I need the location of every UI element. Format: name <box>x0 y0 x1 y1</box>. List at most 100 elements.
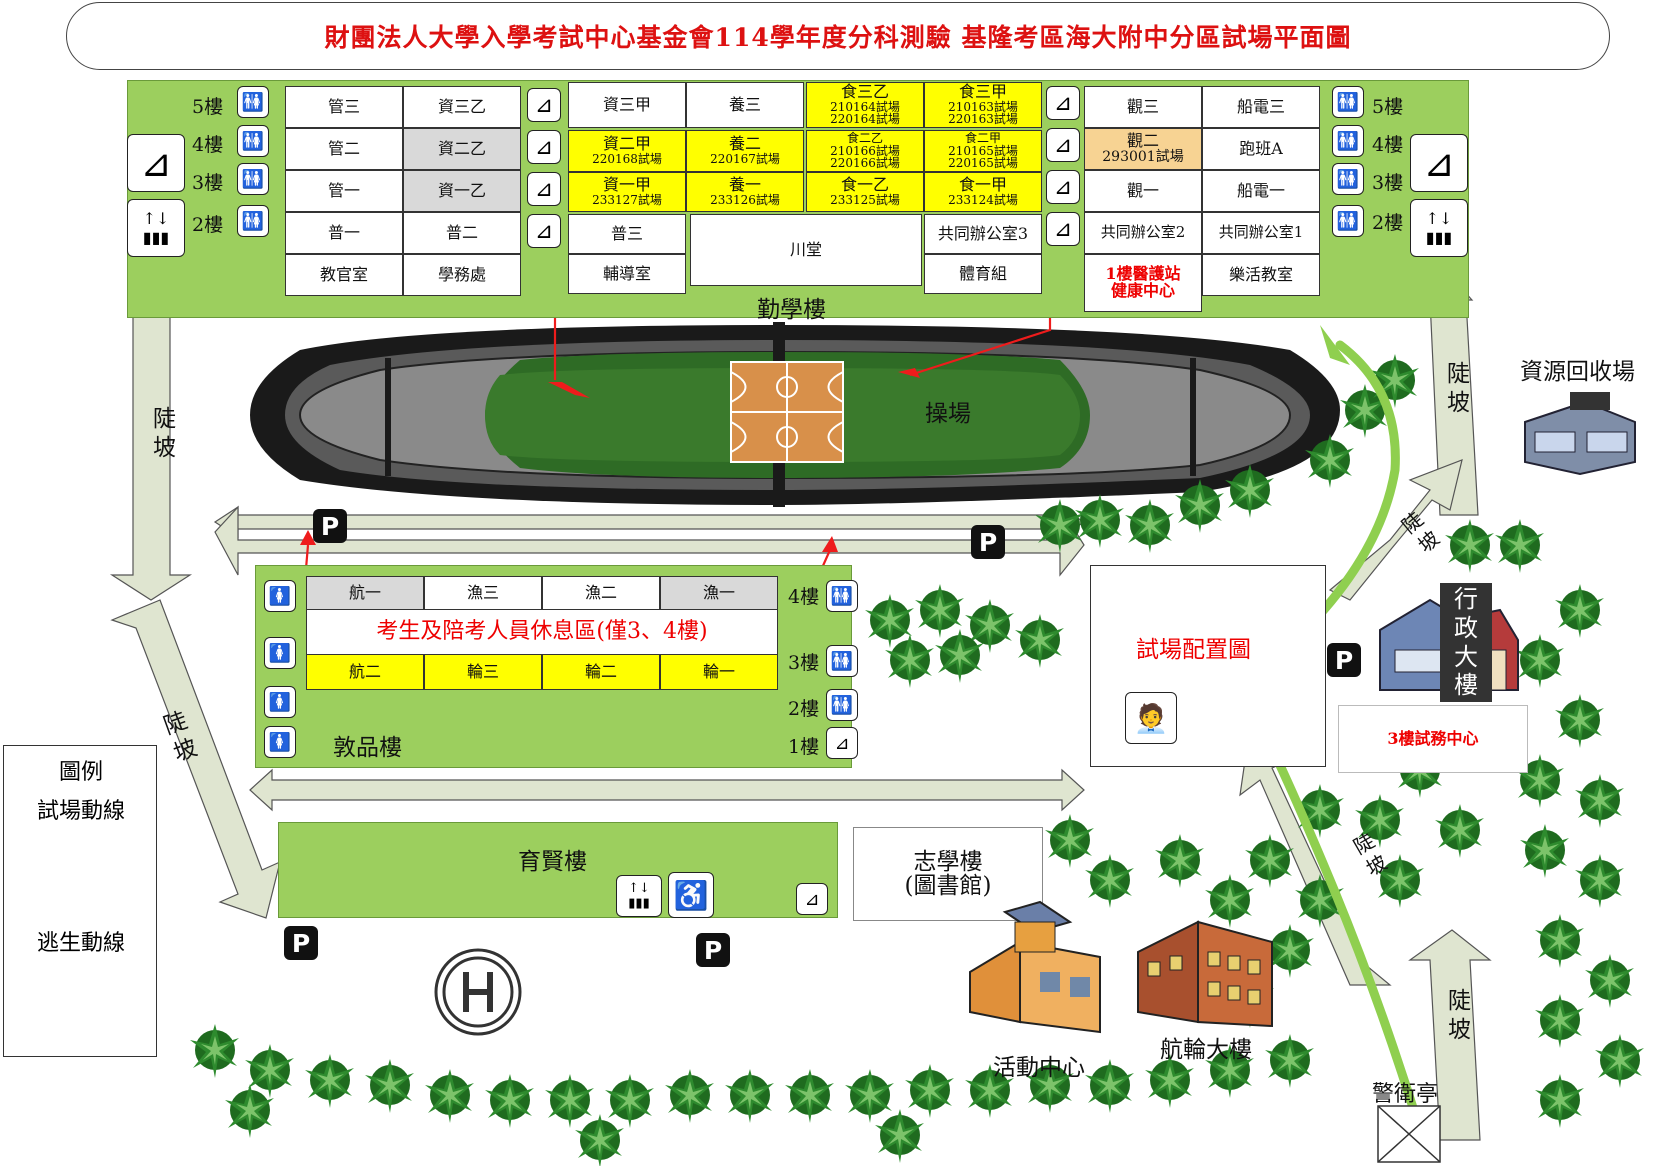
classroom: 船電三 <box>1202 86 1320 128</box>
classroom: 觀三 <box>1084 86 1202 128</box>
office: 輔導室 <box>568 254 686 294</box>
exam-room-number: 210164試場 <box>830 99 900 114</box>
hanglun-building-name: 航輪大樓 <box>1160 1037 1252 1063</box>
restroom-female-icon: 🚺 <box>264 637 296 669</box>
exam-room-number: 210165試場 <box>948 143 1018 158</box>
stairs-icon: ⊿ <box>1046 212 1080 246</box>
elevator-icon: ↑↓▮▮▮ <box>616 875 662 917</box>
room-name: 食三乙 <box>840 82 889 101</box>
recycle-area-name: 資源回收場 <box>1520 359 1635 385</box>
classroom: 航一 <box>306 576 424 610</box>
elevator-icon: ↑↓▮▮▮ <box>1410 199 1468 257</box>
restroom-icon: 🚻 <box>1332 125 1364 157</box>
restroom-icon: 🚻 <box>826 645 858 677</box>
legend: 圖例 試場動線 逃生動線 <box>3 745 157 1057</box>
reception-desk-icon: 🧑‍💼 <box>1125 692 1177 744</box>
room-name: 食一甲 <box>958 175 1007 195</box>
parking-icon: P <box>696 933 730 967</box>
exam-room-number: 220164試場 <box>830 112 900 127</box>
basketball-court-icon <box>730 361 844 463</box>
classroom: 漁二 <box>542 576 660 610</box>
classroom: 普三 <box>568 214 686 254</box>
parking-icon: P <box>1327 643 1361 677</box>
escalator-icon: ⊿ <box>796 883 828 915</box>
floor-label: 3樓 <box>1372 172 1404 194</box>
hanglun-building-illustration <box>1137 912 1273 1028</box>
parking-icon: P <box>313 509 347 543</box>
classroom: 養三 <box>686 82 804 128</box>
floor-label: 4樓 <box>192 134 224 156</box>
classroom: 漁三 <box>424 576 542 610</box>
building-name: 志學樓 <box>913 848 983 875</box>
slope-label: 陡坡 <box>153 406 176 461</box>
classroom: 輪一 <box>660 654 778 690</box>
classroom: 航二 <box>306 654 424 690</box>
restroom-icon: 🚻 <box>1332 205 1364 237</box>
restroom-icon: 🚻 <box>826 689 858 721</box>
room-name: 觀二 <box>1126 131 1159 151</box>
floor-label: 3樓 <box>192 172 224 194</box>
exam-room-number: 233126試場 <box>710 193 780 208</box>
hallway: 川堂 <box>690 214 922 286</box>
restroom-icon: 🚻 <box>237 205 269 237</box>
stairs-icon: ⊿ <box>527 130 561 164</box>
admin-building-name: 行政大樓 <box>1440 583 1492 703</box>
escalator-icon: ⊿ <box>826 727 858 759</box>
helipad-icon <box>434 948 522 1036</box>
classroom: 資三乙 <box>403 86 521 128</box>
stairs-icon: ⊿ <box>527 214 561 248</box>
parking-icon: P <box>971 525 1005 559</box>
room-name: 養一 <box>728 175 761 195</box>
floor-label: 2樓 <box>1372 212 1404 234</box>
floor-label: 4樓 <box>1372 134 1404 156</box>
stairs-icon: ⊿ <box>127 134 185 192</box>
office: 學務處 <box>403 254 521 296</box>
exam-room-number: 220165試場 <box>948 156 1018 171</box>
field-name: 操場 <box>925 401 971 427</box>
office: 共同辦公室2 <box>1084 212 1202 254</box>
yuxian-building <box>278 822 838 918</box>
restroom-icon: 🚻 <box>237 163 269 195</box>
slope-label: 陡坡 <box>1447 361 1470 416</box>
qinxue-building-name: 勤學樓 <box>757 297 826 323</box>
classroom: 普一 <box>285 212 403 254</box>
room-name: 食三甲 <box>958 82 1007 101</box>
stairs-icon: ⊿ <box>1410 134 1468 192</box>
zhixue-building: 志學樓(圖書館) <box>853 827 1043 921</box>
map-title: 財團法人大學入學考試中心基金會114學年度分科測驗 基隆考區海大附中分區試場平面… <box>66 2 1610 70</box>
recycle-building-illustration <box>1524 392 1636 476</box>
slope-label: 陡坡 <box>1448 988 1471 1043</box>
exam-room-number: 220163試場 <box>948 112 1018 127</box>
exam-room-number: 210166試場 <box>830 143 900 158</box>
room-name: 資一甲 <box>602 175 651 195</box>
classroom: 漁一 <box>660 576 778 610</box>
exam-room-number: 233124試場 <box>948 193 1018 208</box>
restroom-icon: 🚻 <box>826 580 858 612</box>
classroom: 船電一 <box>1202 170 1320 212</box>
legend-exam-route: 試場動線 <box>36 799 125 824</box>
classroom: 資二乙 <box>403 128 521 170</box>
room-name: 健康中心 <box>1110 281 1175 300</box>
guard-booth-icon <box>1377 1105 1441 1163</box>
elevator-icon: ↑↓▮▮▮ <box>127 199 185 257</box>
stairs-icon: ⊿ <box>527 88 561 122</box>
classroom: 資三甲 <box>568 82 686 128</box>
exam-room-number: 220166試場 <box>830 156 900 171</box>
stairs-icon: ⊿ <box>527 172 561 206</box>
office: 體育組 <box>924 254 1042 294</box>
office: 教官室 <box>285 254 403 296</box>
room-name: 食一乙 <box>840 175 889 195</box>
room-name: 食二甲 <box>964 131 1001 146</box>
classroom: 普二 <box>403 212 521 254</box>
floor-label: 2樓 <box>788 698 820 720</box>
